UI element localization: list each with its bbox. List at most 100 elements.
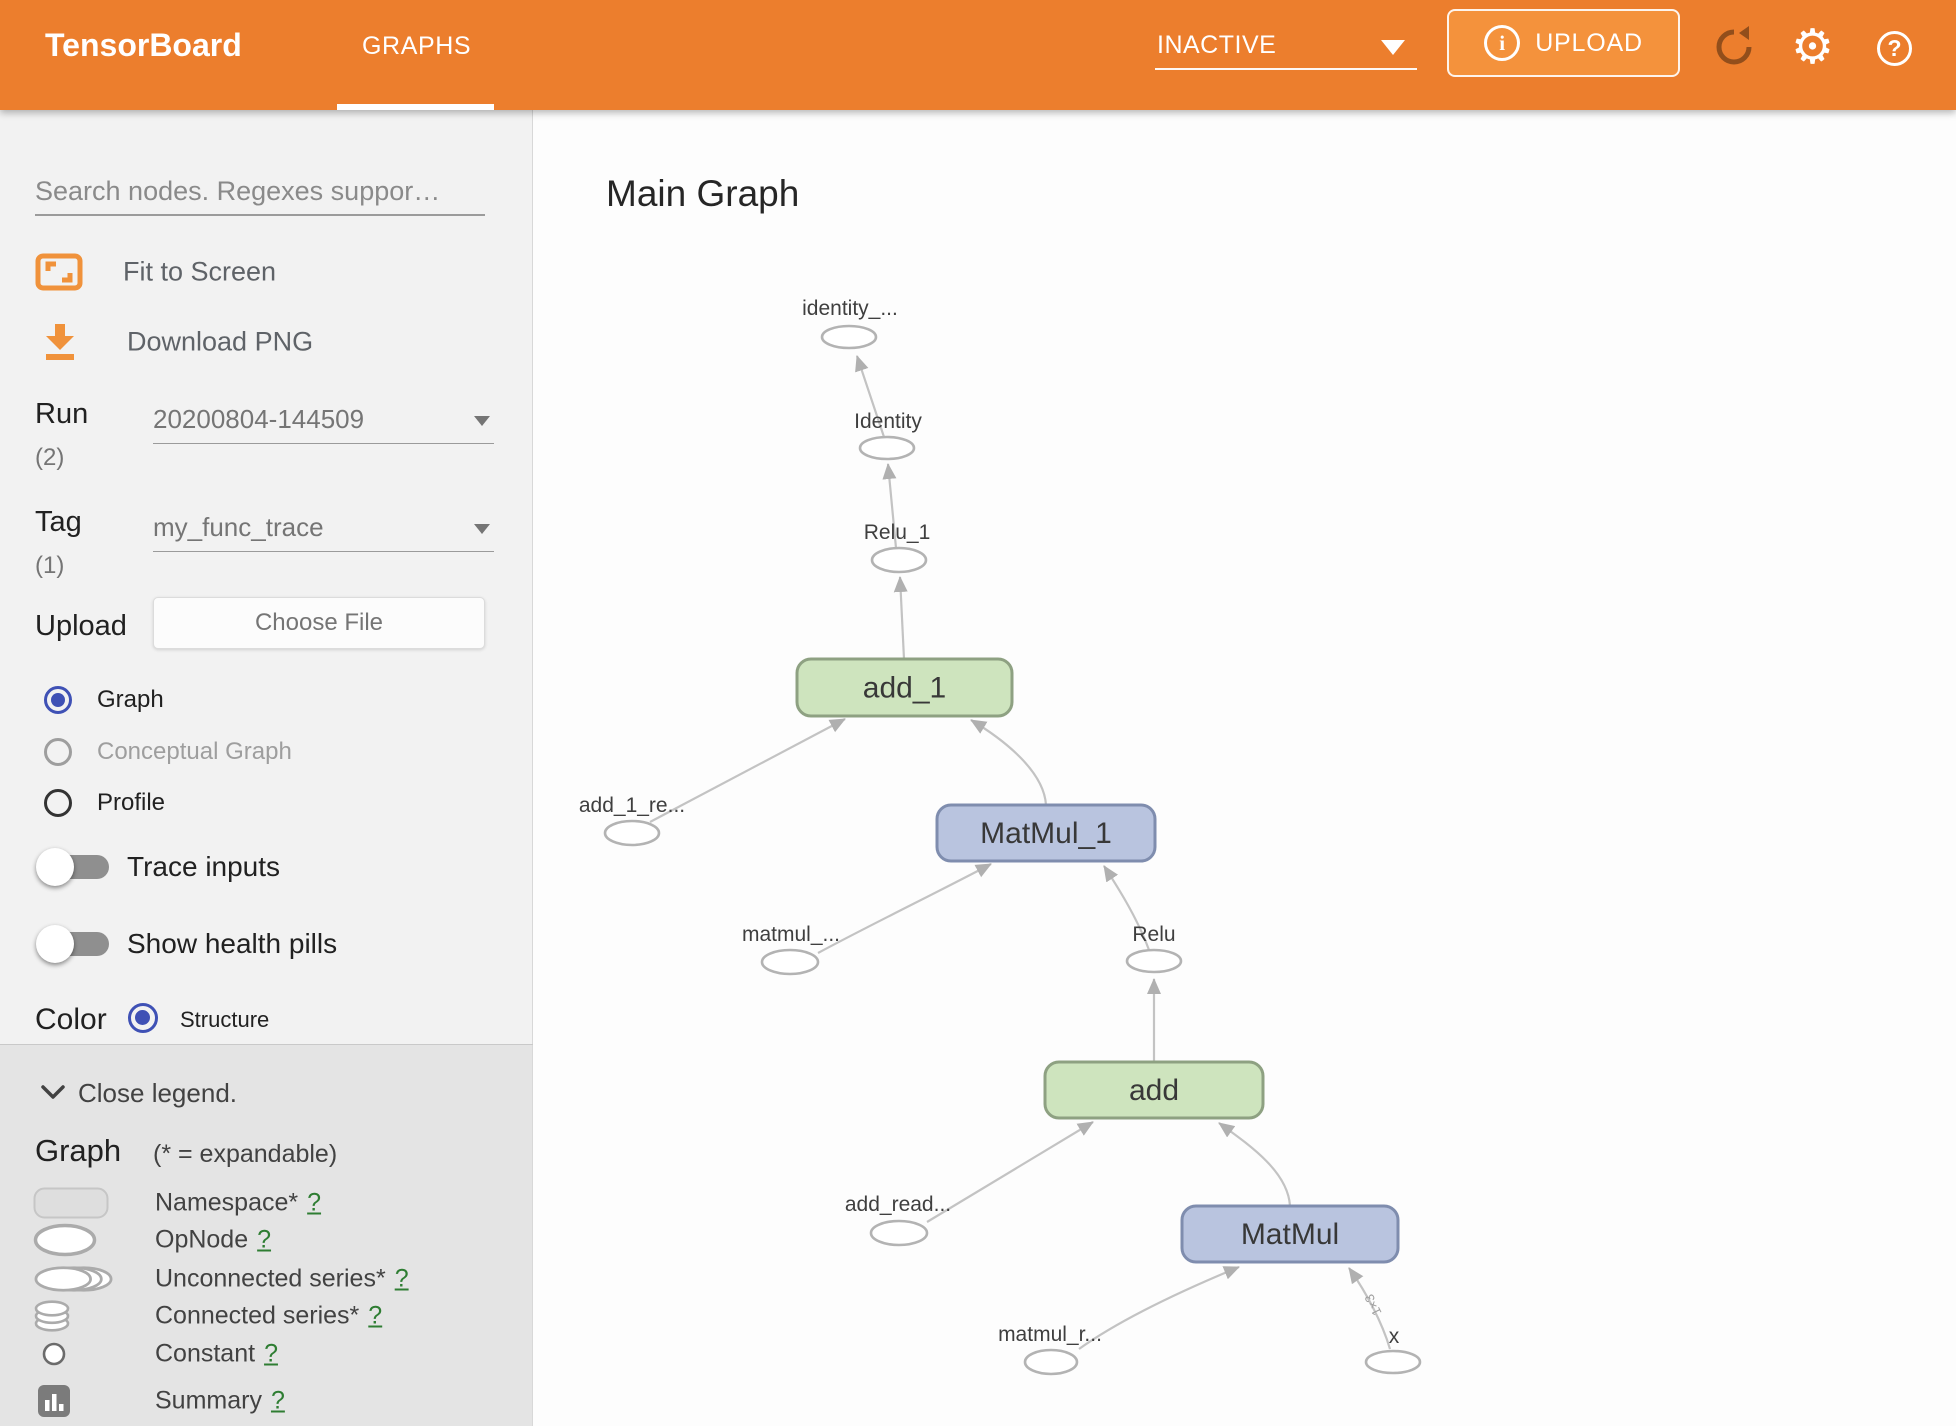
show-health-pills-toggle[interactable]: Show health pills (0, 918, 533, 970)
tag-select[interactable]: my_func_trace (153, 510, 494, 552)
status-dropdown-value: INACTIVE (1157, 31, 1277, 59)
graph-opnode-identity_out[interactable] (820, 324, 878, 350)
show-health-pills-label: Show health pills (127, 928, 338, 959)
color-structure-label: Structure (180, 1007, 270, 1032)
opnode-icon (33, 1223, 97, 1257)
graph-node-label: MatMul_1 (980, 817, 1112, 850)
help-link[interactable]: ? (368, 1301, 383, 1330)
upload-button[interactable]: i UPLOAD (1447, 9, 1680, 77)
app-logo: TensorBoard (45, 27, 242, 63)
legend-divider (0, 1044, 533, 1045)
legend-heading: Graph (35, 1133, 122, 1168)
graph-opnode-Relu[interactable] (1125, 948, 1183, 974)
run-select-value: 20200804-144509 (153, 404, 365, 434)
graph-opnode-label: identity_... (802, 297, 898, 320)
namespace-icon (33, 1187, 109, 1219)
fit-to-screen-icon (35, 253, 83, 291)
radio-option-conceptual-graph[interactable]: Conceptual Graph (0, 732, 533, 772)
legend-item-label: OpNode (155, 1225, 249, 1254)
graph-opnode-add_1_re[interactable] (603, 819, 661, 847)
settings-gear-icon[interactable]: ⚙ (1791, 19, 1835, 75)
graph-opnode-matmul_r[interactable] (1023, 1348, 1079, 1376)
graph-opnode-Identity[interactable] (858, 435, 916, 461)
summary-icon (38, 1385, 70, 1417)
legend-item-label: Namespace* (155, 1188, 299, 1217)
graph-edge-x-to-MatMul (1348, 1267, 1392, 1350)
legend-item-summary: Summary? (0, 1383, 533, 1419)
help-link[interactable]: ? (307, 1188, 322, 1217)
graph-edge-add_read-to-add (926, 1121, 1094, 1223)
graph-opnode-matmul_[interactable] (760, 948, 820, 976)
graph-opnode-label: matmul_... (742, 923, 840, 946)
info-icon: i (1484, 25, 1521, 61)
legend-item-opnode: OpNode? (0, 1222, 533, 1258)
graph-node-label: MatMul (1241, 1218, 1339, 1251)
legend-item-namespace: Namespace*? (0, 1185, 533, 1221)
constant-icon (42, 1342, 66, 1366)
graph-edge-Relu_1-to-Identity (882, 463, 898, 549)
upload-button-label: UPLOAD (1535, 28, 1643, 57)
tag-select-value: my_func_trace (153, 512, 324, 542)
run-label: Run (35, 398, 89, 430)
sidebar: Fit to Screen Download PNG Run (2) 20200… (0, 110, 533, 1426)
graph-opnode-add_read[interactable] (869, 1219, 929, 1247)
close-legend-label: Close legend. (78, 1078, 237, 1108)
radio-option-label: Graph (97, 686, 164, 713)
upload-label: Upload (35, 610, 127, 642)
help-icon[interactable]: ? (1877, 31, 1912, 66)
tab-graphs[interactable]: GRAPHS (362, 32, 472, 60)
legend-item-unconnected-series: Unconnected series*? (0, 1261, 533, 1297)
trace-inputs-label: Trace inputs (127, 851, 281, 882)
legend-item-label: Connected series* (155, 1301, 360, 1330)
help-link[interactable]: ? (264, 1339, 278, 1368)
color-by-label: Color (35, 1003, 107, 1036)
legend-note: (* = expandable) (153, 1140, 338, 1168)
search-input[interactable] (35, 168, 485, 216)
graph-opnode-x[interactable] (1364, 1349, 1422, 1375)
refresh-icon[interactable] (1712, 25, 1756, 69)
graph-opnode-label: add_read... (845, 1193, 951, 1216)
graph-opnode-label: matmul_r... (998, 1323, 1102, 1346)
help-link[interactable]: ? (270, 1386, 285, 1415)
radio-option-label: Profile (97, 789, 166, 816)
graph-node-MatMul[interactable] (1180, 1204, 1400, 1264)
help-link[interactable]: ? (394, 1264, 409, 1293)
radio-unselected-icon (44, 789, 72, 817)
download-png-label: Download PNG (127, 326, 314, 357)
chevron-down-icon (1381, 40, 1405, 55)
chevron-down-icon (474, 524, 490, 534)
graph-opnode-Relu_1[interactable] (870, 546, 928, 574)
graph-edge-Relu-to-MatMul_1 (1103, 865, 1151, 951)
radio-option-profile[interactable]: Profile (0, 783, 533, 823)
legend-item-constant: Constant? (0, 1336, 533, 1372)
help-link[interactable]: ? (257, 1225, 272, 1254)
graph-edge-matmul_r-to-MatMul (1078, 1265, 1240, 1350)
edge-shape-label: 1×3 (1361, 1292, 1384, 1318)
unconnected-series-icon (34, 1266, 113, 1292)
status-dropdown[interactable]: INACTIVE (1155, 28, 1417, 70)
color-structure-radio[interactable] (128, 1003, 158, 1033)
graph-edge-matmul_-to-MatMul_1 (817, 863, 992, 954)
fit-to-screen-button[interactable]: Fit to Screen (0, 246, 533, 298)
graph-opnode-label: Relu (1132, 923, 1175, 946)
graph-node-add[interactable] (1043, 1060, 1265, 1120)
legend-item-label: Constant (155, 1339, 256, 1368)
graph-node-label: add_1 (863, 672, 946, 705)
radio-option-label: Conceptual Graph (97, 738, 292, 765)
download-png-button[interactable]: Download PNG (0, 316, 533, 368)
run-select[interactable]: 20200804-144509 (153, 402, 494, 444)
graph-edge-MatMul_1-to-add_1 (970, 719, 1048, 806)
radio-unselected-icon (44, 738, 72, 766)
chevron-down-icon (41, 1085, 65, 1099)
radio-option-graph[interactable]: Graph (0, 680, 533, 720)
graph-node-add_1[interactable] (795, 657, 1014, 718)
legend-item-label: Unconnected series* (155, 1264, 386, 1293)
graph-node-MatMul_1[interactable] (935, 803, 1157, 863)
trace-inputs-toggle[interactable]: Trace inputs (0, 841, 533, 893)
close-legend-button[interactable]: Close legend. (0, 1073, 533, 1113)
graph-edge-add_1_re-to-add_1 (649, 718, 846, 823)
legend-panel: Close legend. Graph (* = expandable) Nam… (0, 1045, 532, 1426)
download-icon (46, 324, 74, 360)
choose-file-button[interactable]: Choose File (153, 597, 485, 649)
